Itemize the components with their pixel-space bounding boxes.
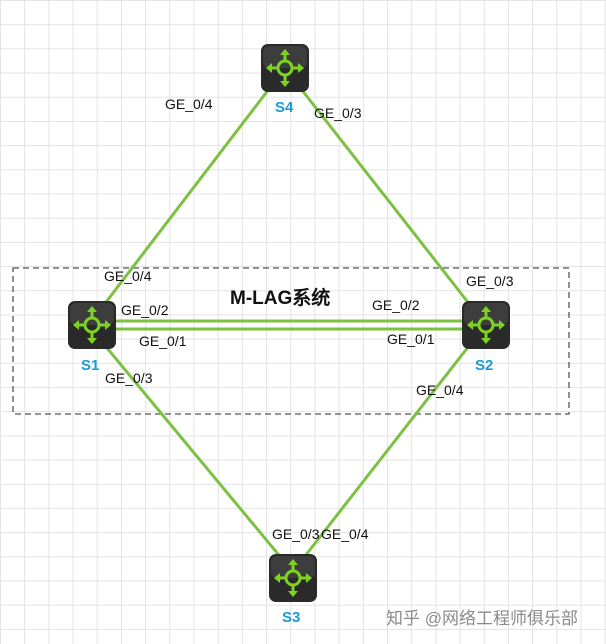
switch-s4-icon[interactable]	[260, 43, 310, 93]
device-label-s4: S4	[275, 99, 294, 116]
switch-s3-icon[interactable]	[268, 553, 318, 603]
port-label-s2-bottom: GE_0/4	[416, 382, 464, 398]
switch-s2-icon[interactable]	[461, 300, 511, 350]
device-label-s1: S1	[81, 357, 100, 374]
mlag-system-box	[12, 267, 570, 415]
port-label-s2-top: GE_0/3	[466, 273, 514, 289]
link-s1-s3	[100, 340, 285, 562]
link-s2-s3	[300, 340, 474, 562]
port-label-s3-left: GE_0/3	[272, 526, 320, 542]
port-label-s2-peer-bottom: GE_0/1	[387, 331, 435, 347]
port-label-s4-left: GE_0/4	[165, 96, 213, 112]
port-label-s3-right: GE_0/4	[321, 526, 369, 542]
device-label-s3: S3	[282, 609, 301, 626]
port-label-s1-bottom: GE_0/3	[105, 370, 153, 386]
switch-s1-icon[interactable]	[67, 300, 117, 350]
port-label-s1-peer-top: GE_0/2	[121, 302, 169, 318]
port-label-s1-peer-bottom: GE_0/1	[139, 333, 187, 349]
port-label-s2-peer-top: GE_0/2	[372, 297, 420, 313]
port-label-s4-right: GE_0/3	[314, 105, 362, 121]
device-label-s2: S2	[475, 357, 494, 374]
link-s4-s1	[98, 83, 274, 312]
link-s4-s2	[296, 83, 476, 312]
watermark: 知乎 @网络工程师俱乐部	[386, 609, 578, 628]
mlag-system-label: M-LAG系统	[230, 288, 331, 309]
port-label-s1-top: GE_0/4	[104, 268, 152, 284]
